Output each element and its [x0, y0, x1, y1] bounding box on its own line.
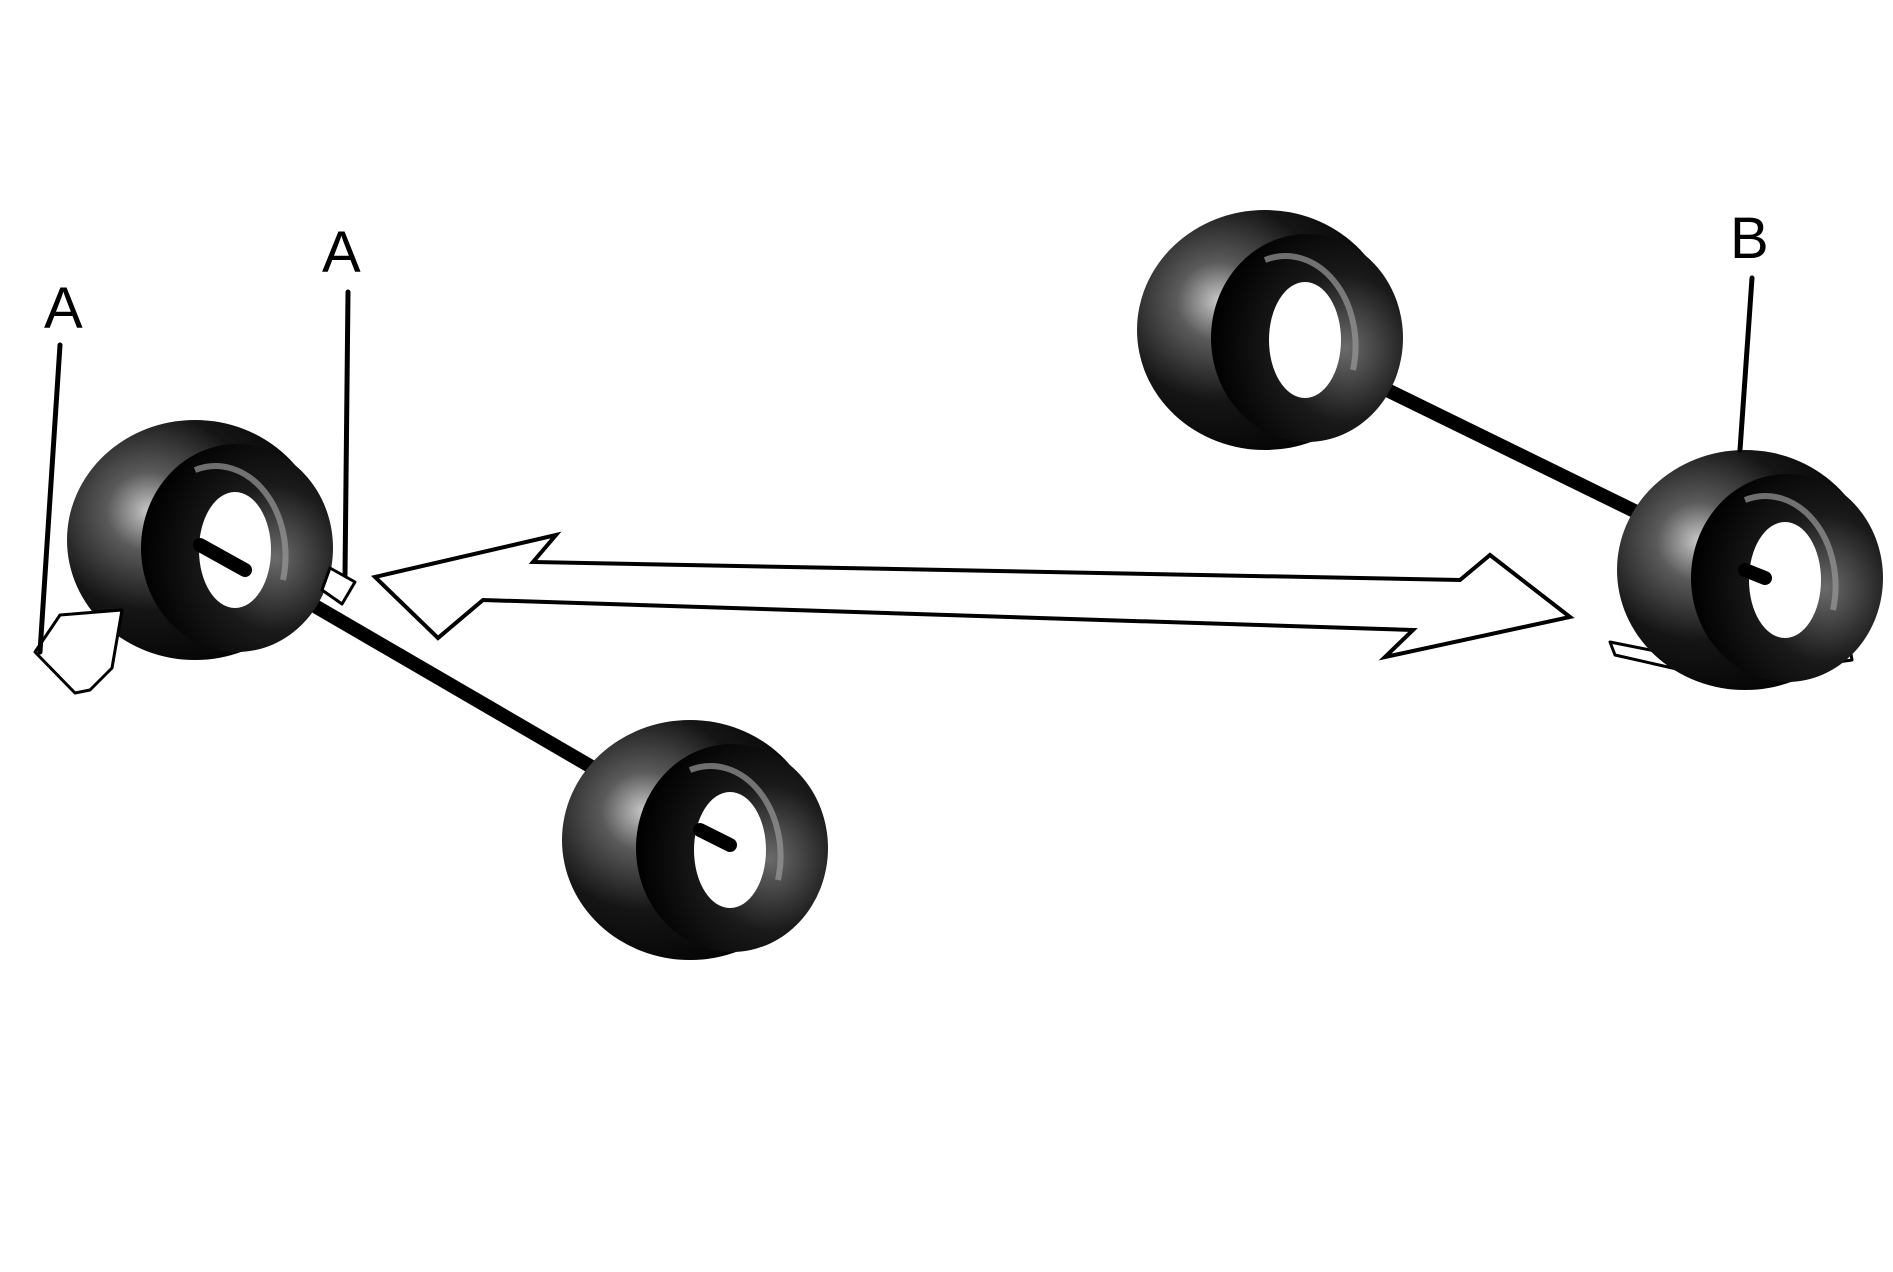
leader-line-a-outer	[37, 342, 63, 655]
wheel-chock-icon-left-inner	[320, 566, 357, 606]
wheel-chock-icon-left-outer	[33, 608, 124, 695]
tire-icon-left-rear	[562, 720, 828, 960]
callout-a-outer: A	[44, 276, 83, 341]
leader-line-a-inner	[342, 289, 351, 578]
callout-b: B	[1730, 206, 1769, 271]
tire-icon-right-rear	[1137, 210, 1403, 450]
leader-line-b	[1737, 275, 1755, 453]
left-axle-assembly	[33, 420, 828, 960]
right-axle-assembly	[1137, 210, 1883, 690]
callout-a-inner: A	[322, 220, 361, 285]
double-arrow-icon	[370, 531, 1575, 661]
